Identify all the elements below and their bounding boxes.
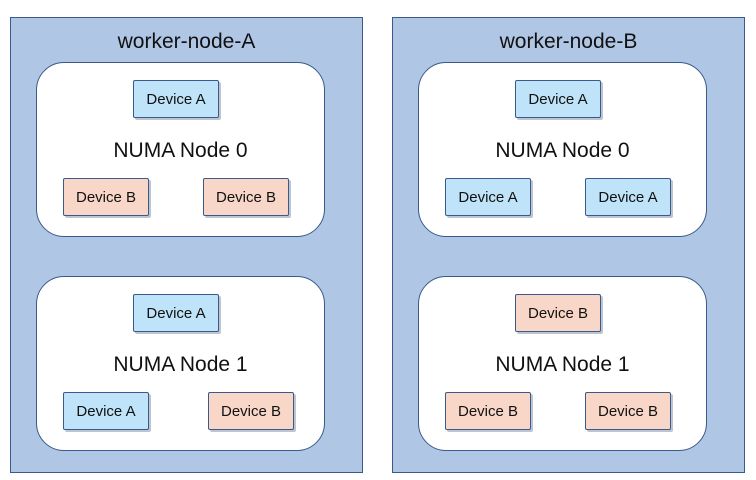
- worker-node-a-title: worker-node-A: [117, 30, 256, 53]
- worker-b-numa-node-0: Device A NUMA Node 0 Device A Device A: [418, 62, 707, 237]
- worker-b-numa-0-device-top: Device A: [515, 80, 601, 118]
- worker-a-numa-node-0: Device A NUMA Node 0 Device B Device B: [36, 62, 325, 237]
- worker-node-b-title: worker-node-B: [499, 30, 638, 53]
- worker-b-numa-0-device-left: Device A: [445, 178, 531, 216]
- worker-node-a: worker-node-A Device A NUMA Node 0 Devic…: [10, 17, 363, 473]
- worker-b-numa-1-device-right: Device B: [585, 392, 671, 430]
- worker-a-numa-0-device-left: Device B: [63, 178, 149, 216]
- worker-b-numa-1-title: NUMA Node 1: [495, 353, 630, 376]
- worker-a-numa-1-title: NUMA Node 1: [113, 353, 248, 376]
- worker-b-numa-0-device-right: Device A: [585, 178, 671, 216]
- worker-a-numa-1-device-left: Device A: [63, 392, 149, 430]
- worker-b-numa-0-title: NUMA Node 0: [495, 139, 630, 162]
- worker-b-numa-1-device-top: Device B: [515, 294, 601, 332]
- worker-a-numa-0-title: NUMA Node 0: [113, 139, 248, 162]
- worker-node-b: worker-node-B Device A NUMA Node 0 Devic…: [392, 17, 745, 473]
- worker-a-numa-0-device-top: Device A: [133, 80, 219, 118]
- worker-b-numa-1-device-left: Device B: [445, 392, 531, 430]
- worker-a-numa-0-device-right: Device B: [203, 178, 289, 216]
- worker-a-numa-node-1: Device A NUMA Node 1 Device A Device B: [36, 276, 325, 451]
- worker-a-numa-1-device-right: Device B: [208, 392, 294, 430]
- worker-a-numa-1-device-top: Device A: [133, 294, 219, 332]
- worker-b-numa-node-1: Device B NUMA Node 1 Device B Device B: [418, 276, 707, 451]
